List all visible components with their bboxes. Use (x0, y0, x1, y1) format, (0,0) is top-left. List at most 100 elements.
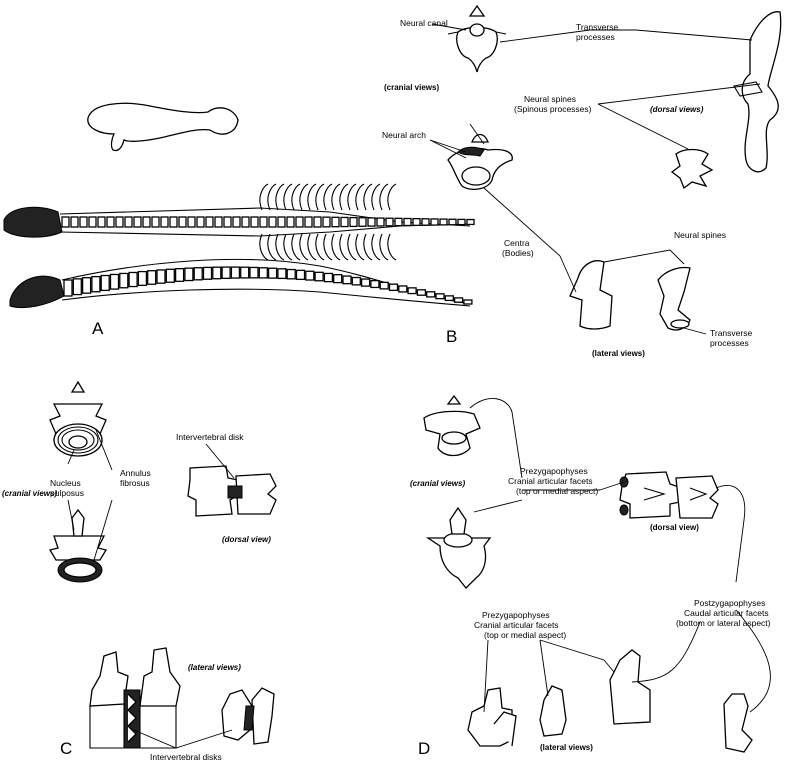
d-postzyg-2: Caudal articular facets (684, 608, 769, 618)
c-dorsal-vertebrae (187, 465, 277, 517)
dorsal-vertebra (421, 218, 430, 226)
panel-d: (cranial views) Prezygapophyses Cranial … (410, 394, 771, 758)
dorsal-vertebra (214, 216, 223, 228)
dorsal-vertebra (403, 217, 412, 227)
dorsal-vertebra (394, 217, 403, 227)
panel-d-letter: D (418, 739, 430, 758)
rib-lower (371, 233, 381, 261)
lateral-vertebra (370, 280, 380, 289)
lateral-vertebra (426, 291, 436, 298)
rib-upper (347, 183, 357, 211)
lateral-vertebra (351, 276, 361, 286)
dorsal-vertebra (151, 216, 160, 228)
b-neural-arch: Neural arch (382, 130, 426, 140)
dorsal-vertebra (367, 217, 376, 227)
d-prezyg-2: Cranial articular facets (508, 476, 593, 486)
rib-lower (315, 233, 325, 261)
dorsal-vertebra (295, 216, 304, 228)
lateral-vertebra (230, 266, 241, 279)
rib-upper (331, 183, 341, 211)
dorsal-vertebra (304, 216, 313, 228)
c-dorsal-view: (dorsal view) (222, 535, 271, 544)
lateral-vertebra (333, 274, 343, 284)
rib-lower (299, 233, 309, 261)
d-lateral-vertebrae (467, 649, 753, 753)
dorsal-vertebra (322, 216, 331, 228)
dorsal-vertebra (97, 216, 106, 228)
lateral-vertebra (221, 266, 231, 279)
dorsal-vertebra (457, 218, 466, 226)
b-centra-2: (Bodies) (502, 248, 534, 258)
lateral-vertebra (323, 272, 334, 283)
rib-upper (267, 183, 277, 211)
rib-upper (315, 183, 325, 211)
manatee-outline (87, 102, 239, 152)
rib-upper (259, 183, 269, 211)
d-prezyg-3: (top or medial aspect) (516, 486, 598, 496)
c-annulus-1: Annulus (120, 468, 151, 478)
panel-c: Intervertebral disk (cranial views) Nucl… (2, 380, 277, 762)
lateral-skeleton (9, 258, 473, 309)
dorsal-vertebra (178, 216, 187, 228)
d-lateral-views: (lateral views) (540, 743, 593, 752)
c-nucleus-2: pulposus (50, 488, 84, 498)
panel-b: Neural canal Transverse processes (crani… (382, 4, 782, 358)
dorsal-vertebra (277, 216, 286, 228)
b-dorsal-views: (dorsal views) (650, 105, 704, 114)
rib-lower (259, 233, 269, 261)
lateral-vertebra (453, 297, 464, 303)
lateral-vertebra (156, 269, 166, 284)
b-transverse-1: Transverse (576, 22, 618, 32)
d-prezyg-1: Prezygapophyses (520, 466, 588, 476)
lateral-vertebra (277, 268, 287, 280)
dorsal-vertebra (385, 217, 394, 227)
lateral-vertebra (193, 267, 203, 281)
lateral-vertebra (286, 268, 296, 280)
d-cranial-views: (cranial views) (410, 479, 465, 488)
dorsal-vertebra (115, 216, 124, 228)
lateral-vertebra (360, 278, 371, 287)
b-lateral-views: (lateral views) (592, 349, 645, 358)
lateral-vertebra (240, 266, 250, 279)
dorsal-skull (3, 206, 63, 238)
rib-lower (331, 233, 341, 261)
dorsal-vertebra (160, 216, 169, 228)
lateral-vertebra (147, 270, 157, 285)
rib-lower (291, 233, 301, 261)
lateral-vertebra-1 (569, 260, 613, 330)
c-cranial-disk-top (49, 380, 107, 457)
rib-lower (323, 233, 333, 261)
d-postzyg-3: (bottom or lateral aspect) (676, 618, 771, 628)
dorsal-vertebra (466, 218, 475, 226)
rib-lower (307, 233, 317, 261)
rib-upper (323, 183, 333, 211)
panel-b-letter: B (446, 327, 457, 346)
d-prezyg-lat-2: Cranial articular facets (474, 620, 559, 630)
panel-c-letter: C (60, 739, 72, 758)
lateral-vertebra (435, 293, 445, 300)
dorsal-vertebra (331, 216, 340, 228)
dorsal-vertebra (232, 216, 241, 228)
b-neural-spines-1: Neural spines (524, 94, 576, 104)
d-dorsal-view: (dorsal view) (650, 523, 699, 532)
d-cranial-vertebra-bottom (425, 506, 492, 589)
lateral-vertebra (258, 267, 268, 279)
dorsal-vertebra (196, 216, 205, 228)
rib-upper (371, 183, 381, 211)
rib-upper (291, 183, 301, 211)
rib-upper (275, 183, 285, 211)
rib-lower (347, 233, 357, 261)
dorsal-vertebra (70, 216, 79, 228)
b-neural-canal: Neural canal (400, 18, 448, 28)
dorsal-skeleton (3, 183, 475, 261)
b-neural-spines-2: (Spinous processes) (514, 104, 592, 114)
lateral-vertebra (342, 275, 352, 285)
c-lateral-vertebrae (89, 647, 275, 749)
lateral-vertebra (398, 285, 408, 293)
rib-lower (339, 233, 349, 261)
c-nucleus-1: Nucleus (50, 478, 81, 488)
lateral-vertebra (407, 287, 417, 295)
dorsal-vertebra (412, 217, 421, 226)
d-cranial-vertebra-top (423, 394, 481, 457)
